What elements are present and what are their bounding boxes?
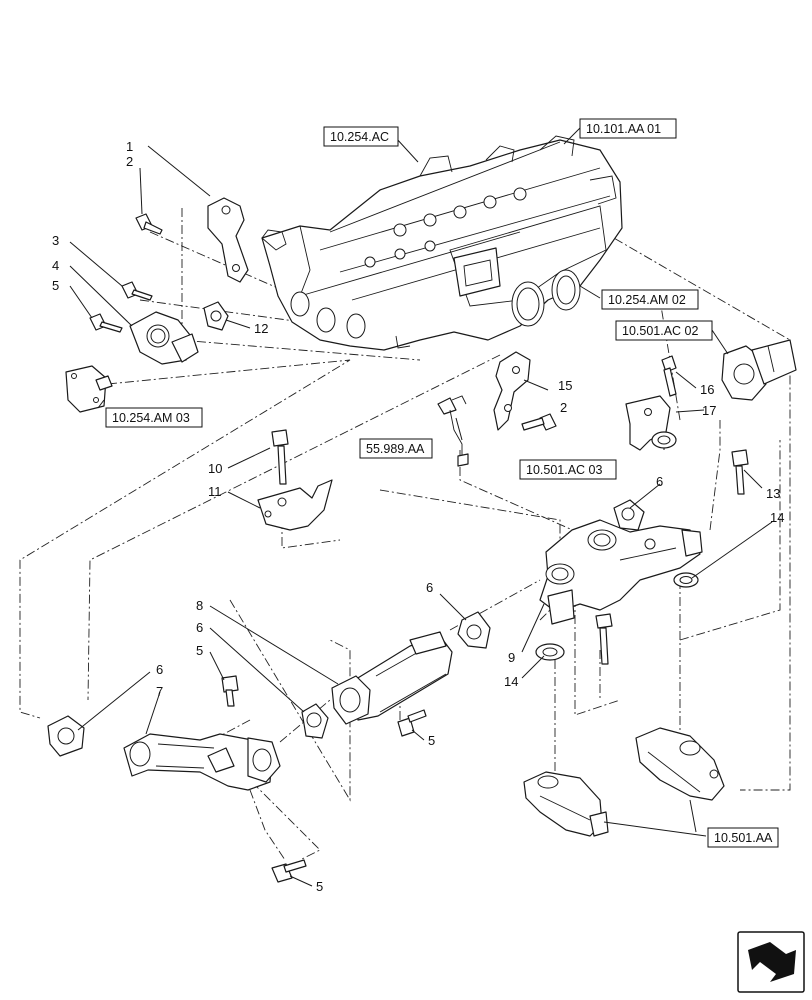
- callout-6-left-b: 6: [156, 662, 163, 677]
- callout-2-right: 2: [560, 400, 567, 415]
- callout-12: 12: [254, 321, 268, 336]
- bolt-3: [121, 281, 153, 301]
- sensor-wire: [437, 395, 469, 467]
- ref-10-254-ac: 10.254.AC: [323, 126, 399, 147]
- svg-text:10.254.AC: 10.254.AC: [330, 130, 389, 144]
- bolt-2-right: [521, 413, 557, 431]
- bolt-5-bottom: [271, 859, 307, 883]
- bolt-13: [731, 449, 749, 495]
- ref-10-501-aa: 10.501.AA: [707, 827, 779, 848]
- manifold-9: [539, 519, 703, 625]
- callout-5-bottom: 5: [316, 879, 323, 894]
- callout-14-right: 14: [770, 510, 784, 525]
- callout-13: 13: [766, 486, 780, 501]
- bolt-10: [271, 429, 289, 485]
- callout-6-left-a: 6: [196, 620, 203, 635]
- callout-4: 4: [52, 258, 59, 273]
- callout-5-mid: 5: [428, 733, 435, 748]
- leader-lines: [69, 127, 773, 887]
- bolt-16: [661, 355, 677, 397]
- callout-6-right: 6: [656, 474, 663, 489]
- svg-text:10.101.AA 01: 10.101.AA 01: [586, 122, 661, 136]
- svg-text:10.501.AA: 10.501.AA: [714, 831, 773, 845]
- callout-11: 11: [208, 484, 222, 499]
- bracket-17: [625, 395, 677, 451]
- bracket-11: [257, 479, 333, 531]
- callout-3: 3: [52, 233, 59, 248]
- gasket-6-left-b: [47, 715, 85, 757]
- bracket-15: [493, 351, 531, 431]
- callout-7: 7: [156, 684, 163, 699]
- svg-text:55.989.AA: 55.989.AA: [366, 442, 425, 456]
- assembly-lines: [19, 208, 791, 861]
- gasket-14-left: [535, 643, 565, 661]
- component-aa-left: [523, 771, 609, 837]
- callout-numbers: 1 2 3 4 5 12 15 2 16 17 10 11 13 6 14 6 …: [52, 139, 784, 894]
- ref-10-254-am-02: 10.254.AM 02: [601, 289, 699, 310]
- bolt-center: [595, 613, 613, 665]
- svg-text:10.501.AC 02: 10.501.AC 02: [622, 324, 698, 338]
- callout-15: 15: [558, 378, 572, 393]
- callout-5-top: 5: [52, 278, 59, 293]
- cover-plate: [65, 365, 113, 413]
- pipe-8: [331, 631, 453, 725]
- callout-5-upper: 5: [196, 643, 203, 658]
- ref-10-501-ac-03: 10.501.AC 03: [519, 459, 617, 480]
- navigation-arrow-icon[interactable]: [737, 931, 805, 993]
- gasket-6-right: [613, 499, 645, 531]
- callout-8: 8: [196, 598, 203, 613]
- gasket-6-left-a: [301, 703, 329, 739]
- gasket-14-right: [673, 572, 699, 588]
- engine-block: [261, 135, 623, 351]
- ref-10-101-aa-01: 10.101.AA 01: [579, 118, 677, 139]
- callout-16: 16: [700, 382, 714, 397]
- flange-ac02: [721, 339, 797, 401]
- callout-1: 1: [126, 139, 133, 154]
- ref-55-989-aa: 55.989.AA: [359, 438, 433, 459]
- ref-10-254-am-03: 10.254.AM 03: [105, 407, 203, 428]
- callout-17: 17: [702, 403, 716, 418]
- bolt-5-mid: [397, 709, 427, 737]
- bolt-2-left: [135, 213, 163, 235]
- component-aa-right: [635, 727, 725, 801]
- flange-4: [129, 311, 199, 365]
- svg-text:10.254.AM 03: 10.254.AM 03: [112, 411, 190, 425]
- callout-14-left: 14: [504, 674, 518, 689]
- svg-text:10.254.AM 02: 10.254.AM 02: [608, 293, 686, 307]
- bolt-5-top: [89, 313, 123, 333]
- bolt-5-upper: [221, 675, 239, 707]
- bracket-1: [207, 197, 249, 283]
- gasket-6-mid: [457, 611, 491, 649]
- callout-9: 9: [508, 650, 515, 665]
- svg-text:10.501.AC 03: 10.501.AC 03: [526, 463, 602, 477]
- reference-labels: 10.254.AC 10.101.AA 01 10.254.AM 02 10.5…: [105, 118, 779, 848]
- callout-2-left: 2: [126, 154, 133, 169]
- callout-6-mid: 6: [426, 580, 433, 595]
- callout-10: 10: [208, 461, 222, 476]
- ref-10-501-ac-02: 10.501.AC 02: [615, 320, 713, 341]
- gasket-12: [203, 301, 229, 331]
- pipe-7: [123, 733, 281, 791]
